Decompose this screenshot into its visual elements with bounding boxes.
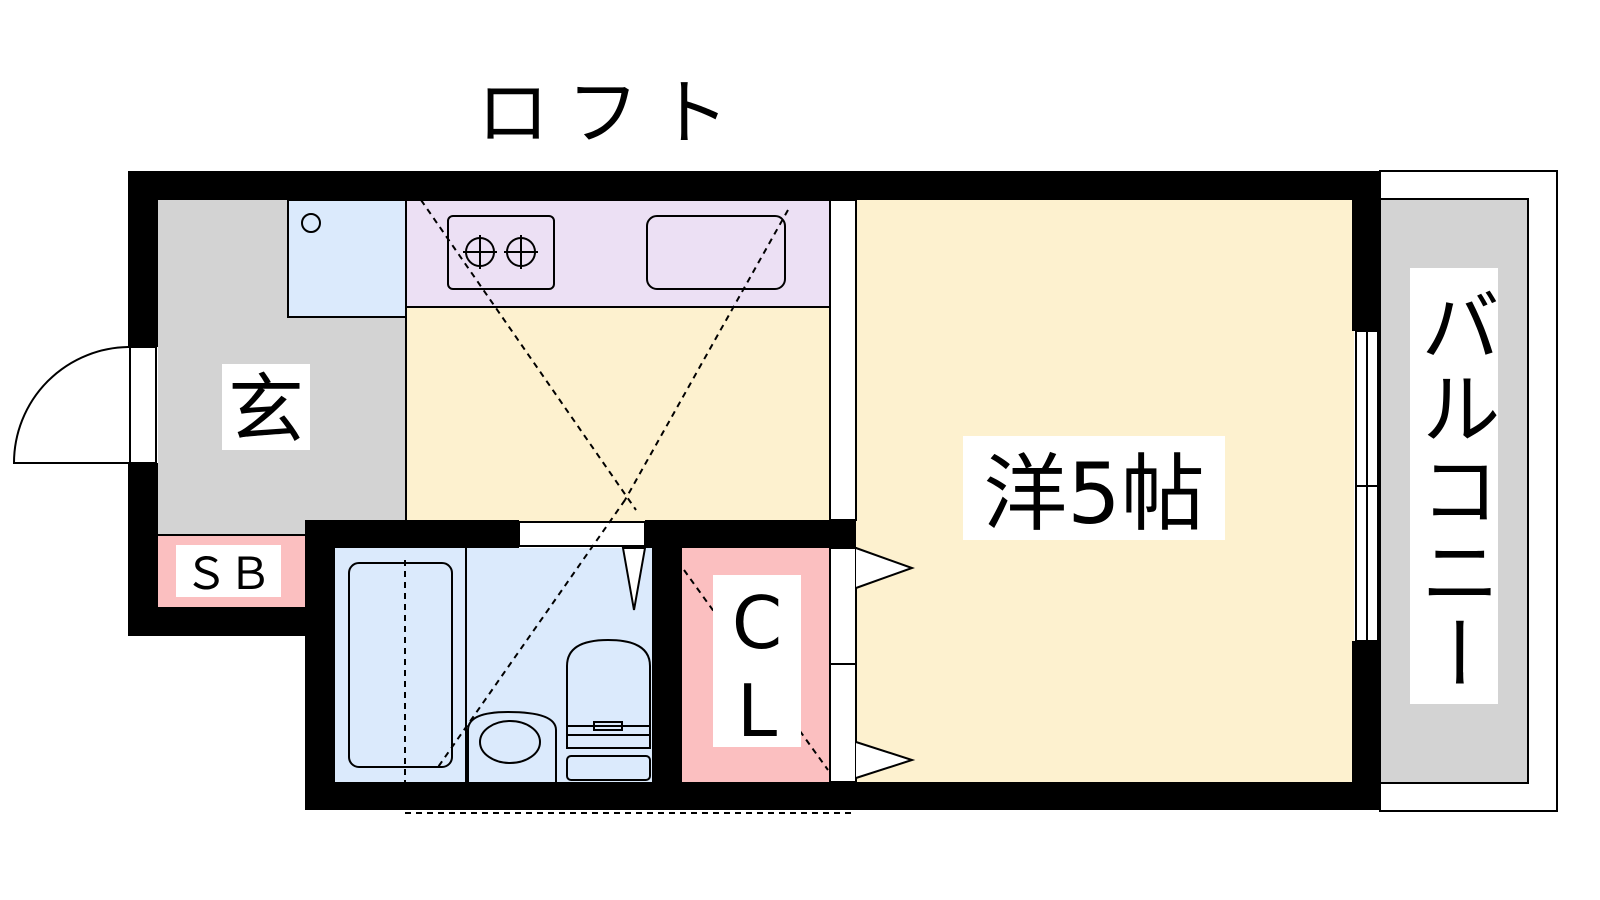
door-triangle-lower-icon (855, 741, 916, 779)
washbasin-icon (467, 710, 557, 782)
shower-mark-icon (621, 547, 647, 611)
shoe-box-label: ＳＢ (184, 549, 272, 600)
closet-label-l: L (737, 669, 777, 753)
entrance-label: 玄 (228, 365, 304, 454)
balcony-label: バルコニー (1408, 285, 1501, 695)
stove-icon (447, 215, 555, 290)
sink-icon (646, 215, 786, 290)
door-triangle-upper-icon (855, 547, 915, 589)
bathroom-floor (334, 548, 652, 782)
closet-door-upper (829, 547, 857, 665)
loft-label: ロフト (477, 71, 747, 155)
partition-panel (829, 199, 857, 521)
bathroom-door-opening (518, 521, 646, 547)
closet-door-lower (829, 663, 857, 783)
western-room-label: 洋5帖 (983, 445, 1204, 543)
window-icon (1355, 330, 1379, 642)
fridge-marker-icon (301, 213, 321, 233)
bathtub-icon (348, 562, 453, 768)
toilet-icon (566, 638, 651, 781)
walls (128, 171, 1380, 810)
fridge-area (287, 199, 407, 318)
door-swing-icon (12, 346, 157, 464)
closet-label-c: C (732, 581, 782, 665)
